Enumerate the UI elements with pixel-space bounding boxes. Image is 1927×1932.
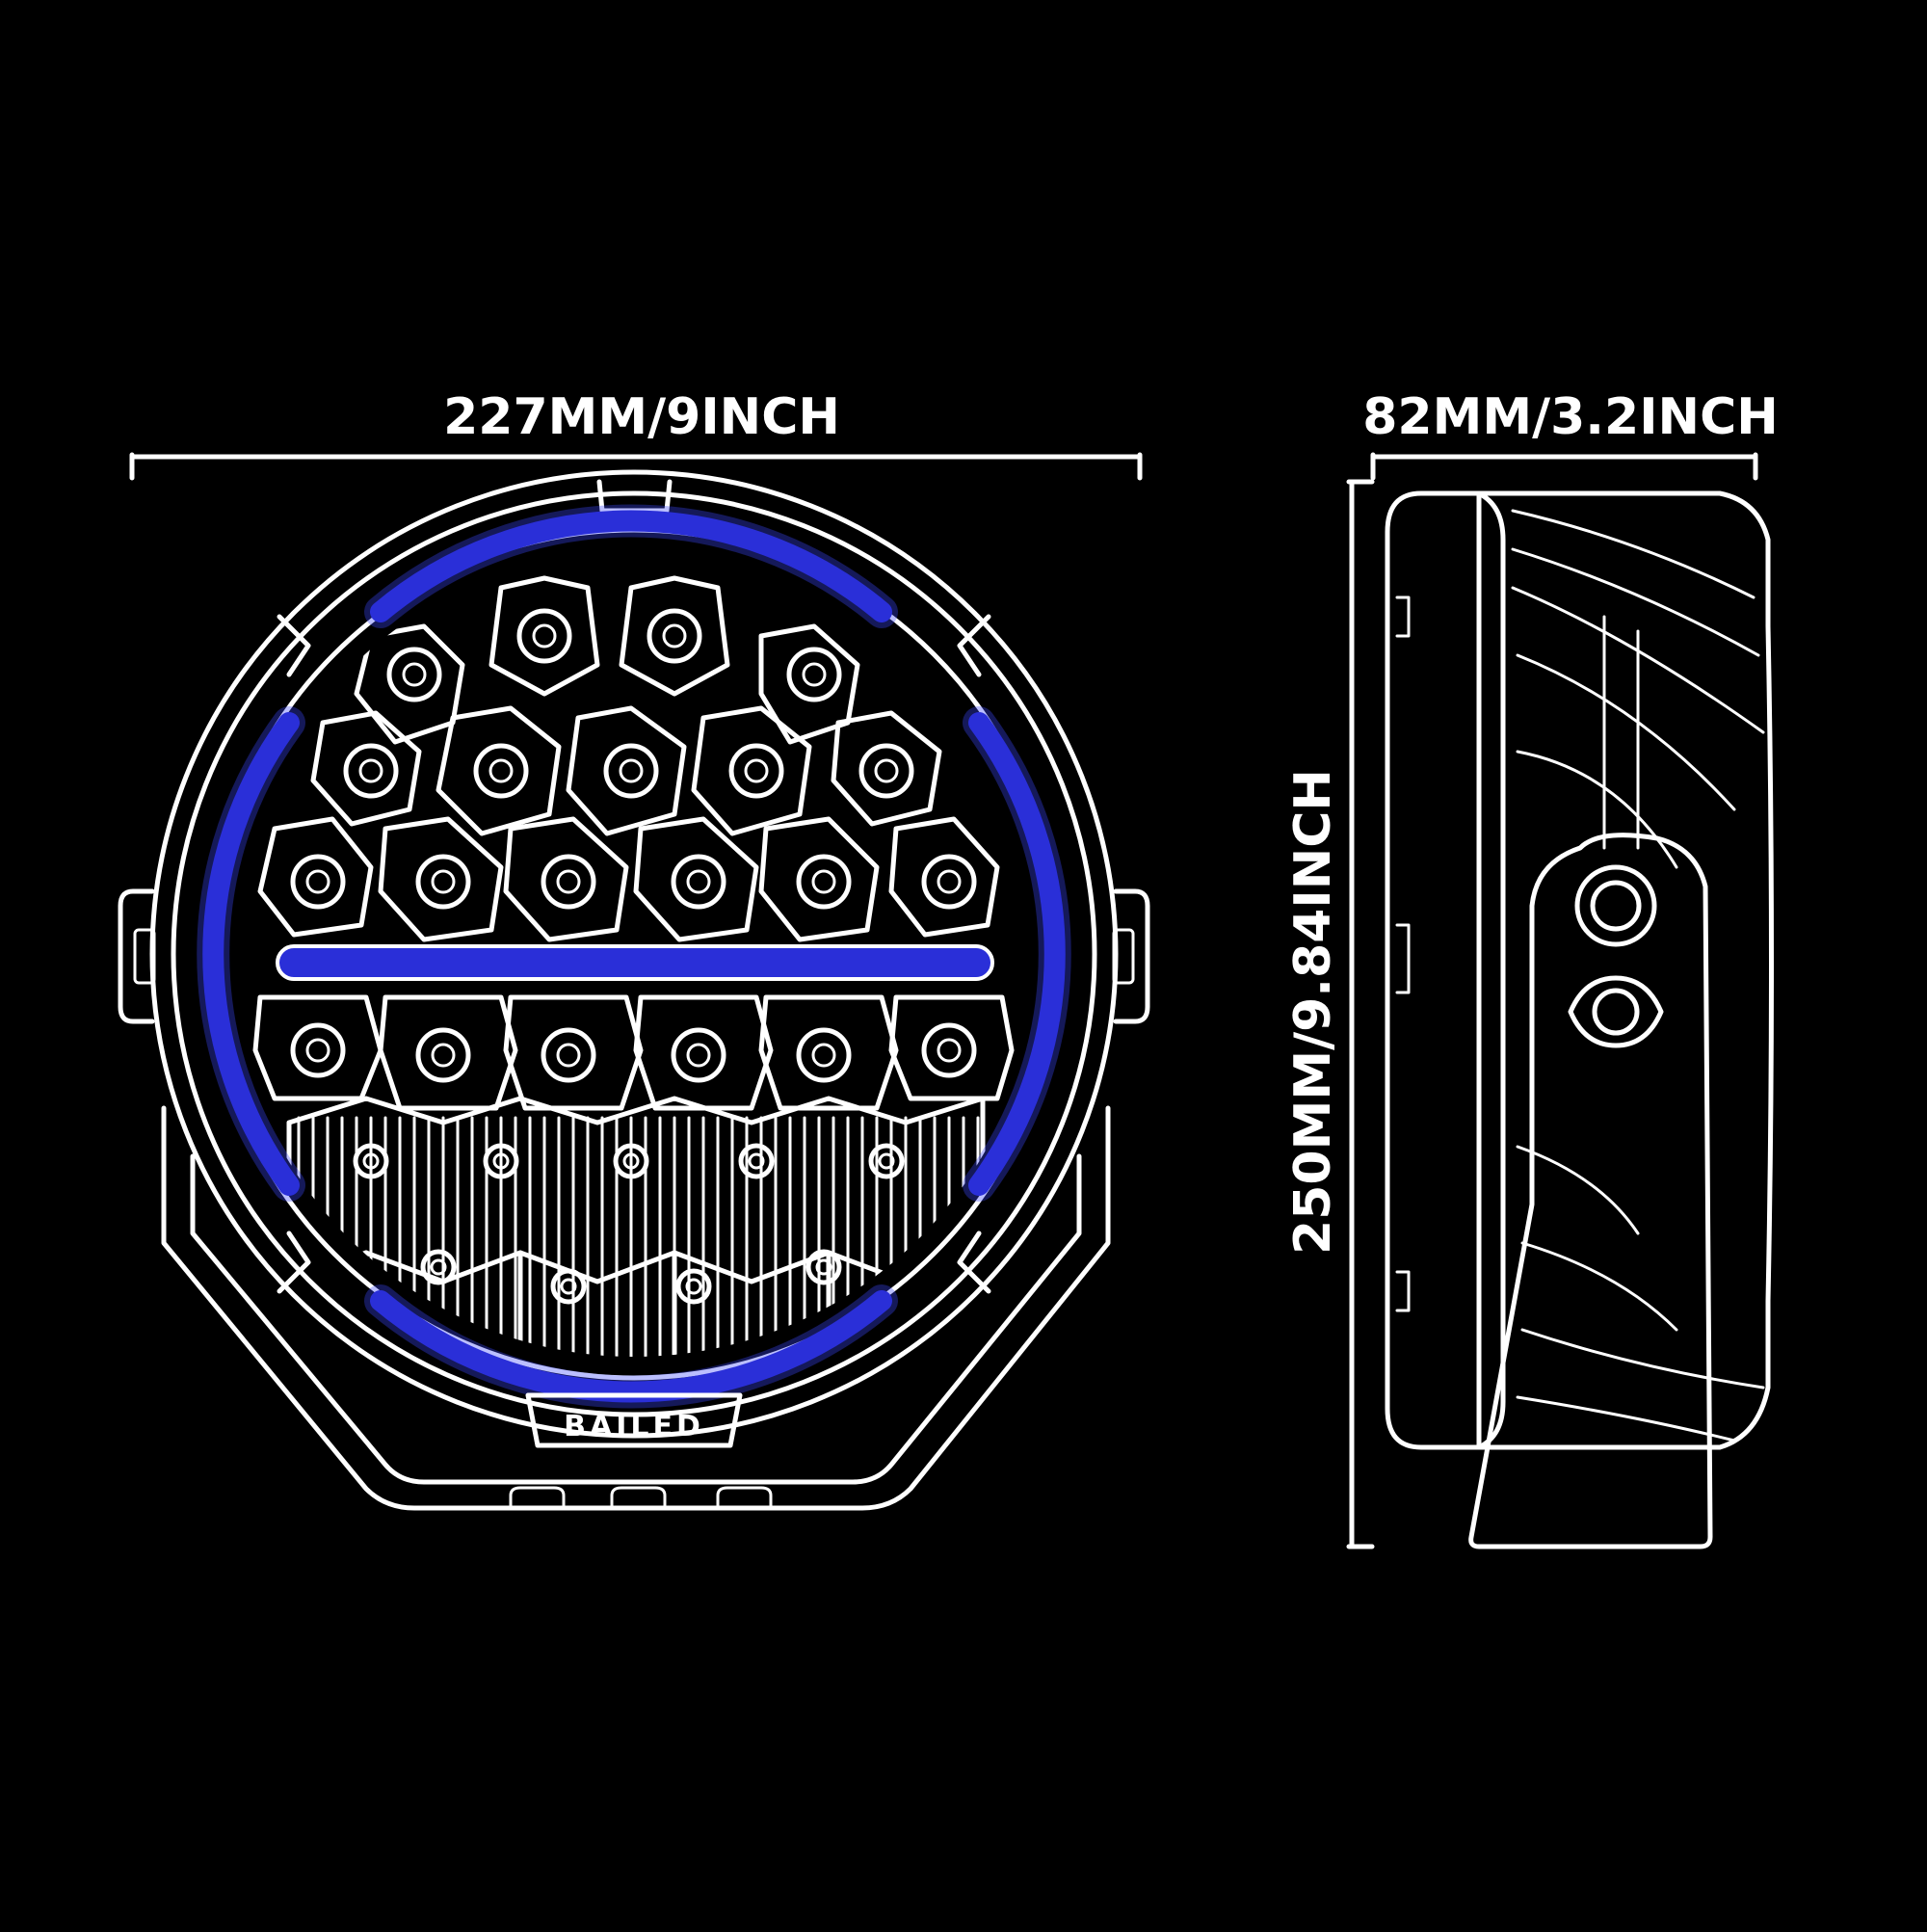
led-emitter-ring <box>603 743 659 799</box>
led-emitter-ring <box>805 1249 842 1285</box>
front-bezel-profile <box>1385 490 1482 1450</box>
lamp-side-profile <box>1385 490 1774 1450</box>
led-emitter-ring <box>858 743 914 799</box>
bracket-bolt-upper <box>1574 864 1657 947</box>
led-emitter-core <box>431 869 456 894</box>
led-emitter-core <box>305 1038 330 1063</box>
led-emitter-core <box>556 869 581 894</box>
led-emitter-ring <box>675 1268 712 1305</box>
led-emitter-core <box>430 1258 447 1276</box>
led-emitter-core <box>802 662 827 687</box>
led-emitter-core <box>748 1152 765 1170</box>
drl-left-arc <box>202 712 300 1196</box>
mounting-bracket <box>161 1105 1111 1511</box>
led-emitter-ring <box>353 1143 389 1179</box>
front-view: 227MM/9INCH <box>118 388 1150 1511</box>
led-emitter-ring <box>796 1027 852 1083</box>
led-face <box>252 575 1015 1357</box>
led-emitter-ring <box>386 647 442 702</box>
led-emitter-ring <box>786 647 842 702</box>
led-emitter-ring <box>613 1143 649 1179</box>
led-emitter-ring <box>483 1143 519 1179</box>
led-emitter-ring <box>290 854 346 910</box>
led-emitter-core <box>532 623 557 648</box>
led-emitter-core <box>878 1152 895 1170</box>
height-dimension-line <box>1346 479 1375 1549</box>
depth-label: 82MM/3.2INCH <box>1362 388 1779 446</box>
side-ears <box>118 888 1150 1024</box>
led-emitter-ring <box>415 1027 471 1083</box>
led-emitter-core <box>488 758 514 783</box>
drl-right-arc <box>968 712 1066 1196</box>
width-label: 227MM/9INCH <box>443 388 840 446</box>
led-emitter-core <box>686 869 711 894</box>
led-emitter-ring <box>921 854 977 910</box>
width-dimension-line <box>129 452 1143 481</box>
led-emitter-ring <box>728 743 784 799</box>
height-label: 250MM/9.84INCH <box>1284 769 1342 1255</box>
depth-dimension-line <box>1370 452 1758 481</box>
led-emitter-core <box>686 1043 711 1068</box>
led-emitter-ring <box>473 743 529 799</box>
led-emitter-ring <box>415 854 471 910</box>
brand-badge <box>525 1392 743 1448</box>
led-emitter-ring <box>420 1249 457 1285</box>
led-emitter-ring <box>550 1268 587 1305</box>
led-emitter-core <box>305 869 330 894</box>
led-emitter-ring <box>647 608 702 664</box>
led-emitter-ring <box>671 1027 726 1083</box>
led-emitter-ring <box>671 854 726 910</box>
led-emitter-ring <box>541 854 596 910</box>
led-emitter-core <box>402 662 427 687</box>
led-emitter-core <box>811 1043 836 1068</box>
led-emitter-core <box>358 758 383 783</box>
side-view: 82MM/3.2INCH 250MM/9.84INCH <box>1284 388 1779 1549</box>
led-emitter-core <box>619 758 644 783</box>
led-emitter-core <box>937 869 962 894</box>
led-emitter-core <box>744 758 769 783</box>
led-emitter-core <box>811 869 836 894</box>
led-emitter-ring <box>516 608 572 664</box>
led-emitters <box>290 608 977 1305</box>
led-emitter-ring <box>796 854 852 910</box>
led-emitter-core <box>560 1278 577 1295</box>
bezel-notches <box>277 479 991 1294</box>
led-emitter-ring <box>343 743 399 799</box>
led-emitter-core <box>815 1258 832 1276</box>
led-emitter-ring <box>868 1143 905 1179</box>
led-emitter-core <box>622 1152 640 1170</box>
led-emitter-core <box>685 1278 702 1295</box>
outer-housing-ring <box>149 469 1119 1439</box>
lower-led-pods <box>252 994 1015 1111</box>
brand-logo: BAILED <box>564 1410 704 1443</box>
led-emitter-core <box>662 623 687 648</box>
led-emitter-core <box>431 1043 456 1068</box>
drl-top-arc <box>370 510 892 622</box>
led-emitter-ring <box>290 1022 346 1078</box>
led-emitter-ring <box>738 1143 775 1179</box>
drl-halo <box>197 504 1071 1409</box>
led-emitter-core <box>362 1152 380 1170</box>
rear-housing-profile <box>1476 490 1774 1450</box>
inner-housing-ring <box>171 490 1097 1417</box>
led-emitter-core <box>937 1038 962 1063</box>
bracket-bolt-lower <box>1568 975 1664 1048</box>
drl-bottom-arc <box>370 1290 892 1403</box>
led-emitter-core <box>874 758 899 783</box>
drl-center-bar <box>276 944 994 981</box>
led-emitter-core <box>556 1043 581 1068</box>
upper-led-pods <box>257 575 1000 942</box>
led-emitter-ring <box>541 1027 596 1083</box>
led-emitter-ring <box>921 1022 977 1078</box>
side-bracket <box>1468 833 1713 1549</box>
led-emitter-core <box>492 1152 510 1170</box>
